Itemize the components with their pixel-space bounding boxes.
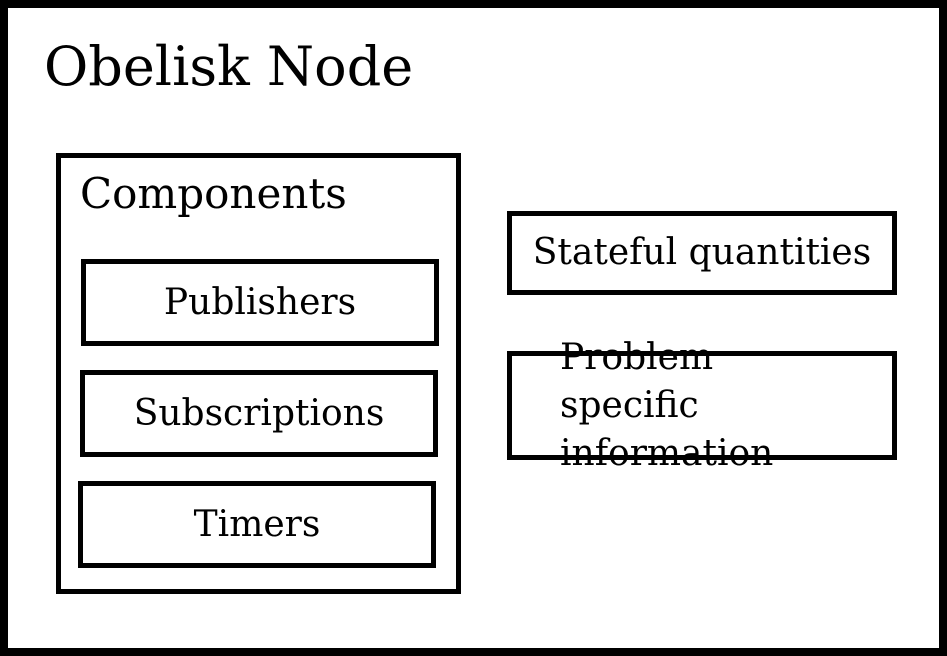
- subscriptions-box: Subscriptions: [80, 370, 438, 457]
- diagram-title: Obelisk Node: [44, 35, 414, 98]
- problem-specific-information-label: Problem specific information: [560, 336, 774, 474]
- problem-specific-information-box: Problem specific information: [507, 337, 897, 474]
- stateful-quantities-box: Stateful quantities: [507, 211, 897, 295]
- publishers-box: Publishers: [81, 259, 439, 346]
- components-group: [56, 153, 461, 594]
- timers-box: Timers: [78, 481, 436, 568]
- components-label: Components: [80, 169, 347, 218]
